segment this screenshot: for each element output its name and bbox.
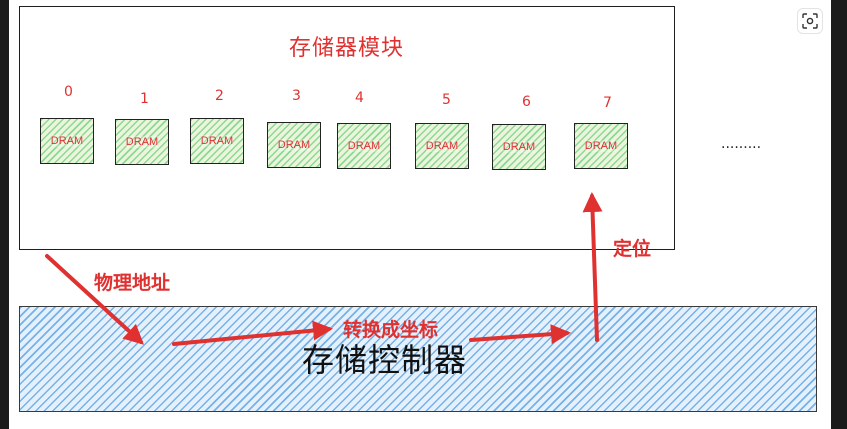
memory-controller-box [19,306,817,412]
dram-index-3: 3 [292,88,301,104]
convert-to-coordinates-label: 转换成坐标 [343,319,439,341]
convert-arrow-2 [469,324,571,345]
dram-label: DRAM [425,140,459,152]
memory-module-title: 存储器模块 [289,36,405,61]
dram-chip-4: DRAM [337,123,391,169]
dram-chip-1: DRAM [115,119,169,165]
dram-label: DRAM [584,140,618,152]
dram-label: DRAM [277,139,311,151]
scan-icon [802,13,818,29]
dram-index-2: 2 [215,88,224,104]
convert-arrow-1 [172,320,333,346]
more-modules-ellipsis: ......... [721,136,762,152]
dram-label: DRAM [347,140,381,152]
dram-chip-5: DRAM [415,123,469,169]
scan-button[interactable] [797,8,823,34]
dram-label: DRAM [125,136,159,148]
dram-index-1: 1 [140,91,149,107]
memory-controller-label: 存储控制器 [302,341,468,379]
dram-label: DRAM [200,135,234,147]
dram-label: DRAM [50,135,84,147]
dram-chip-6: DRAM [492,124,546,170]
flow-arrows [45,192,603,346]
locate-label: 定位 [613,238,652,260]
dram-index-0: 0 [64,84,73,100]
dram-index-7: 7 [603,95,612,111]
physical-address-label: 物理地址 [94,272,171,294]
locate-arrow [582,192,603,342]
dram-chip-0: DRAM [40,118,94,164]
dram-label: DRAM [502,141,536,153]
dram-chip-3: DRAM [267,122,321,168]
physical-address-arrow [45,254,144,345]
dram-index-6: 6 [522,94,531,110]
dram-chip-7: DRAM [574,123,628,169]
diagram-canvas: 存储器模块 0 1 2 3 4 5 6 7 DRAM DRAM DRAM DRA… [9,0,831,429]
dram-index-4: 4 [355,90,364,106]
dram-index-5: 5 [442,92,451,108]
dram-chip-2: DRAM [190,118,244,164]
